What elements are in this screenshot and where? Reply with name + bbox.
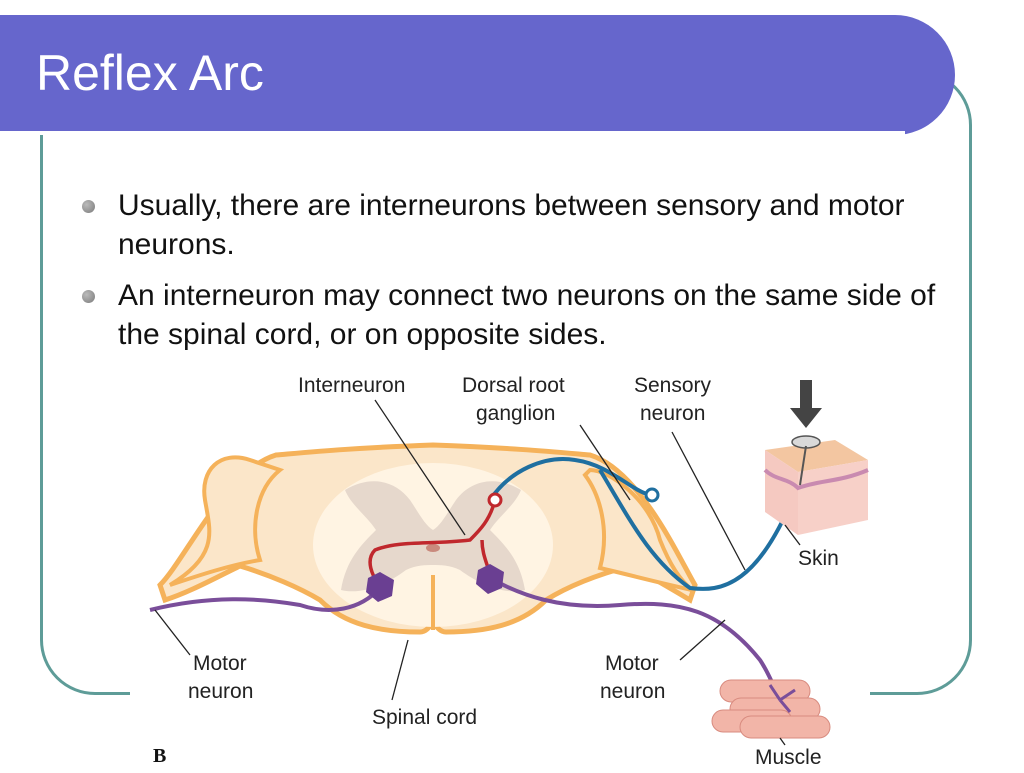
leader-spinal-cord <box>391 639 409 701</box>
interneuron-cell-body <box>487 492 503 508</box>
label-interneuron: Interneuron <box>298 374 405 397</box>
left-motor-neuron <box>149 586 382 612</box>
leader-motor-left <box>154 609 191 656</box>
reflex-arc-diagram: Interneuron Dorsal root ganglion Sensory… <box>149 374 869 769</box>
reflex-arc-figure: Interneuron Dorsal root ganglion Sensory… <box>130 362 870 769</box>
right-motor-cell-body <box>476 564 504 594</box>
title-underline <box>0 131 905 135</box>
muscle-bundle <box>711 679 831 739</box>
right-motor-neuron <box>489 576 782 701</box>
label-dorsal-root-1: Dorsal root <box>462 374 565 397</box>
leader-motor-right <box>679 619 726 661</box>
skin-block <box>763 440 869 535</box>
leader-muscle <box>779 737 786 746</box>
gray-matter <box>341 481 525 592</box>
bullet-dot-icon <box>82 290 95 303</box>
label-muscle: Muscle <box>755 746 822 768</box>
bullet-item: An interneuron may connect two neurons o… <box>82 276 962 354</box>
left-root-sheath <box>168 455 285 587</box>
ganglion-cell-body <box>644 487 660 503</box>
central-canal <box>426 544 440 552</box>
label-dorsal-root-2: ganglion <box>476 402 555 425</box>
bullet-list: Usually, there are interneurons between … <box>82 186 962 366</box>
label-skin: Skin <box>798 547 839 570</box>
bullet-text: An interneuron may connect two neurons o… <box>118 279 936 351</box>
down-arrow-icon <box>790 380 822 428</box>
leader-sensory <box>671 431 746 571</box>
sensory-neuron <box>488 457 802 591</box>
left-motor-cell-body <box>366 572 394 602</box>
bullet-text: Usually, there are interneurons between … <box>118 189 905 261</box>
leader-skin <box>784 524 801 546</box>
bullet-item: Usually, there are interneurons between … <box>82 186 962 264</box>
leader-dorsal-root <box>579 424 631 501</box>
leader-interneuron <box>374 399 466 536</box>
label-motor-right-1: Motor <box>605 652 659 675</box>
label-spinal-cord: Spinal cord <box>372 706 477 729</box>
slide-title: Reflex Arc <box>36 45 264 101</box>
label-sensory-2: neuron <box>640 402 705 425</box>
pin-needle <box>799 445 807 486</box>
label-motor-left-2: neuron <box>188 680 253 703</box>
bullet-dot-icon <box>82 200 95 213</box>
label-motor-right-2: neuron <box>600 680 665 703</box>
label-motor-left-1: Motor <box>193 652 247 675</box>
label-sensory-1: Sensory <box>634 374 712 397</box>
title-bar <box>0 15 955 135</box>
panel-label: B <box>153 745 166 767</box>
